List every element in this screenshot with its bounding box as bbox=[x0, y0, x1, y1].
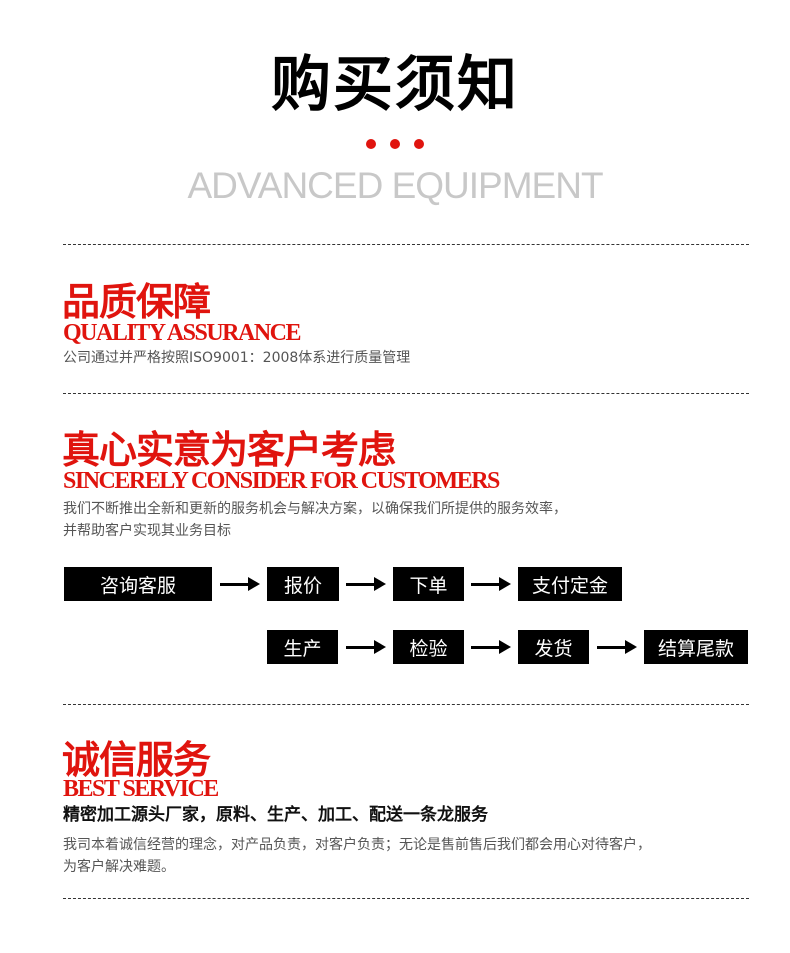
arrow-right-icon bbox=[346, 630, 386, 664]
section-subtitle-service: BEST SERVICE bbox=[63, 776, 219, 802]
page-subtitle: ADVANCED EQUIPMENT bbox=[187, 165, 603, 206]
dot-icon bbox=[390, 139, 400, 149]
arrow-right-icon bbox=[220, 567, 260, 601]
page-title: 购买须知 bbox=[271, 50, 519, 120]
section-text-customers-line1: 我们不断推出全新和更新的服务机会与解决方案，以确保我们所提供的服务效率， bbox=[63, 501, 567, 517]
process-step-final-payment: 结算尾款 bbox=[644, 630, 748, 664]
section-text-service-line1: 我司本着诚信经营的理念，对产品负责，对客户负责；无论是售前售后我们都会用心对待客… bbox=[63, 837, 651, 853]
arrow-right-icon bbox=[471, 630, 511, 664]
arrow-right-icon bbox=[346, 567, 386, 601]
section-text-quality: 公司通过并严格按照ISO9001：2008体系进行质量管理 bbox=[63, 350, 411, 366]
section-title-customers: 真心实意为客户考虑 bbox=[62, 428, 396, 472]
divider bbox=[63, 898, 749, 899]
section-title-quality: 品质保障 bbox=[62, 280, 211, 324]
divider bbox=[63, 393, 749, 394]
arrow-right-icon bbox=[471, 567, 511, 601]
process-step-order: 下单 bbox=[393, 567, 464, 601]
process-step-quote: 报价 bbox=[267, 567, 339, 601]
section-text-service-line2: 为客户解决难题。 bbox=[63, 859, 175, 875]
process-step-inspection: 检验 bbox=[393, 630, 464, 664]
decorative-dots bbox=[0, 139, 790, 149]
dot-icon bbox=[414, 139, 424, 149]
section-title-service: 诚信服务 bbox=[62, 738, 211, 782]
section-subtitle-quality: QUALITY ASSURANCE bbox=[63, 320, 302, 346]
section-text-customers-line2: 并帮助客户实现其业务目标 bbox=[63, 523, 231, 539]
section-subtitle-customers: SINCERELY CONSIDER FOR CUSTOMERS bbox=[63, 468, 500, 494]
dot-icon bbox=[366, 139, 376, 149]
process-step-consult: 咨询客服 bbox=[64, 567, 212, 601]
divider bbox=[63, 704, 749, 705]
divider bbox=[63, 244, 749, 245]
arrow-right-icon bbox=[597, 630, 637, 664]
section-highlight-service: 精密加工源头厂家，原料、生产、加工、配送一条龙服务 bbox=[63, 805, 488, 825]
process-step-shipping: 发货 bbox=[518, 630, 589, 664]
process-step-production: 生产 bbox=[267, 630, 338, 664]
process-step-deposit: 支付定金 bbox=[518, 567, 622, 601]
